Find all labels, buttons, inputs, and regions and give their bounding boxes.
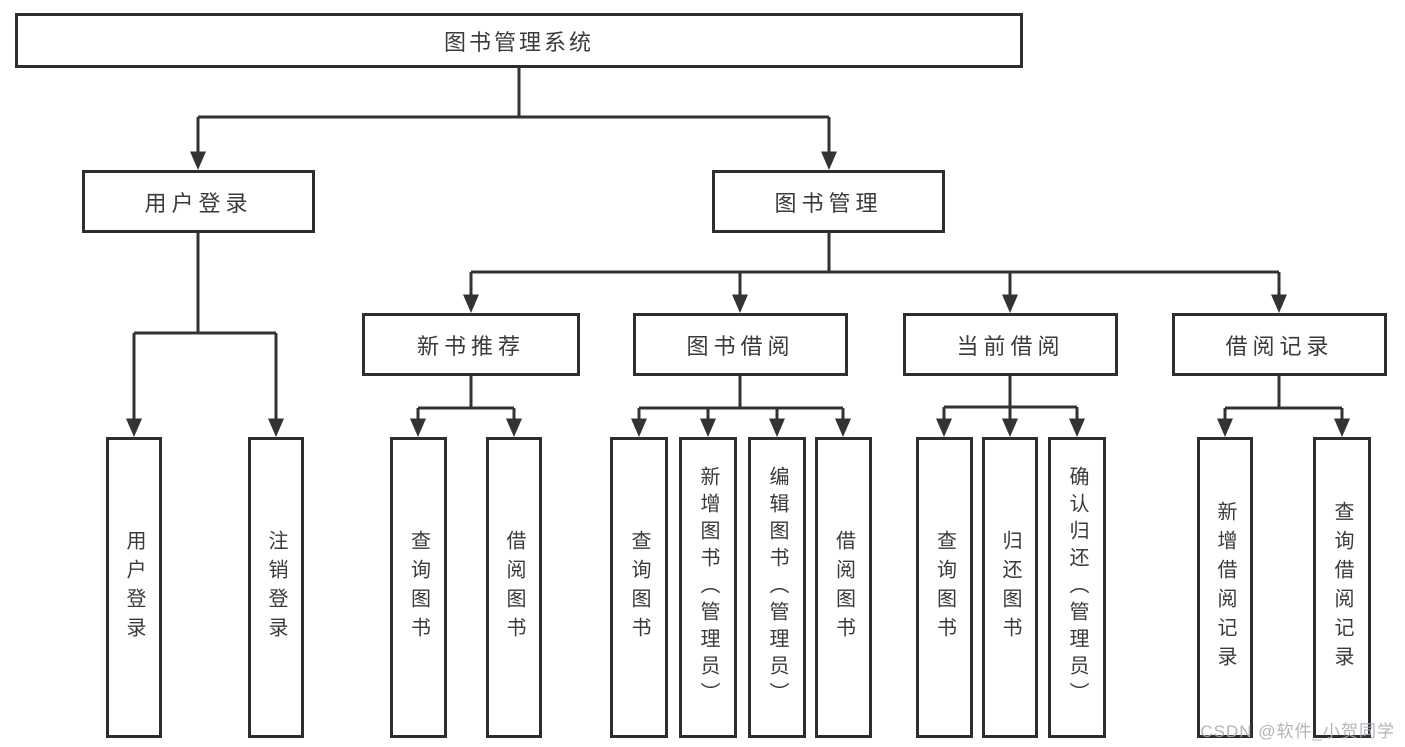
arrowhead [769,418,785,437]
leaf-borrow-edit-books-admin: 编辑图书（管理员） [748,437,806,738]
node-root: 图书管理系统 [15,13,1023,68]
node-user-login: 用户登录 [82,170,315,233]
arrowhead [506,418,522,437]
leaf-recommend-borrow-books-label: 借阅图书 [503,529,525,646]
arrowhead [821,151,837,170]
arrowhead [1002,294,1018,313]
leaf-borrow-add-books-admin-label: 新增图书（管理员） [697,466,719,709]
leaf-recommend-borrow-books: 借阅图书 [486,437,542,738]
arrowhead [463,294,479,313]
node-borrow-records: 借阅记录 [1172,313,1387,376]
arrowhead [190,151,206,170]
leaf-borrow-add-books-admin: 新增图书（管理员） [679,437,737,738]
arrowhead [126,418,142,437]
arrowhead [835,418,851,437]
node-book-management: 图书管理 [712,170,945,233]
leaf-records-add-record-label: 新增借阅记录 [1214,500,1236,675]
leaf-user-login-label: 用户登录 [123,529,145,646]
leaf-borrow-query-books-label: 查询图书 [628,529,650,646]
leaf-borrow-edit-books-admin-label: 编辑图书（管理员） [766,466,788,709]
arrowhead [936,418,952,437]
leaf-records-query-record: 查询借阅记录 [1313,437,1371,738]
leaf-current-query-books: 查询图书 [916,437,973,738]
leaf-records-add-record: 新增借阅记录 [1197,437,1253,738]
arrowhead [1002,418,1018,437]
arrowheads [126,151,1350,437]
arrowhead [700,418,716,437]
node-current-borrow: 当前借阅 [903,313,1118,376]
arrowhead [1271,294,1287,313]
leaf-logout: 注销登录 [248,437,304,738]
arrowhead [410,418,426,437]
arrowhead [631,418,647,437]
leaf-current-return-books-label: 归还图书 [999,529,1021,646]
node-new-book-recommend: 新书推荐 [362,313,580,376]
leaf-records-query-record-label: 查询借阅记录 [1331,500,1353,675]
leaf-borrow-borrow-books: 借阅图书 [815,437,872,738]
csdn-watermark: CSDN @软件_小贺同学 [1200,722,1395,741]
leaf-borrow-borrow-books-label: 借阅图书 [832,529,855,646]
leaf-recommend-query-books-label: 查询图书 [407,529,430,646]
node-book-borrow: 图书借阅 [633,313,848,376]
leaf-current-confirm-return-admin: 确认归还（管理员） [1048,437,1106,738]
connector-lines [132,68,1344,420]
leaf-current-confirm-return-admin-label: 确认归还（管理员） [1066,466,1088,709]
arrowhead [1069,418,1085,437]
arrowhead [268,418,284,437]
arrowhead [732,294,748,313]
leaf-current-query-books-label: 查询图书 [933,529,956,646]
leaf-user-login: 用户登录 [106,437,162,738]
leaf-current-return-books: 归还图书 [982,437,1038,738]
leaf-borrow-query-books: 查询图书 [610,437,668,738]
arrowhead [1217,418,1233,437]
leaf-recommend-query-books: 查询图书 [390,437,447,738]
arrowhead [1334,418,1350,437]
leaf-logout-label: 注销登录 [265,529,287,646]
